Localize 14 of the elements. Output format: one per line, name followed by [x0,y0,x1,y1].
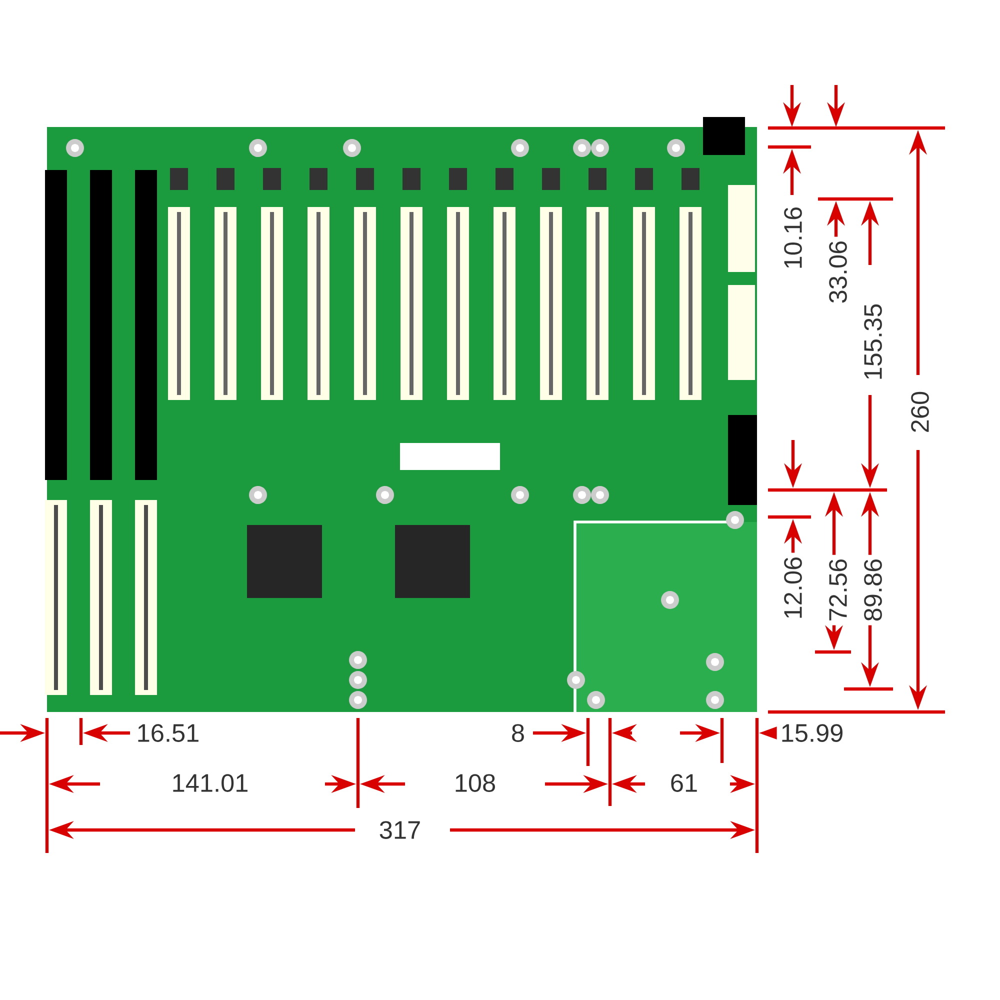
dimension-label: 61 [666,770,702,796]
dimension-label: 16.51 [132,720,204,746]
dimension-label: 89.86 [860,554,886,626]
dimension-label: 33.06 [826,236,850,308]
dimension-label: 12.06 [780,552,806,624]
dimension-label: 8 [507,720,529,746]
dimension-label: 260 [908,387,932,437]
dimension-label: 10.16 [780,202,806,274]
dimension-label: 108 [450,770,500,796]
dimension-label: 317 [375,818,425,842]
dimension-label: 155.35 [860,300,886,384]
dimension-label: 72.56 [826,554,850,626]
dimension-label: 15.99 [776,720,848,746]
dimension-label: 141.01 [168,770,252,796]
